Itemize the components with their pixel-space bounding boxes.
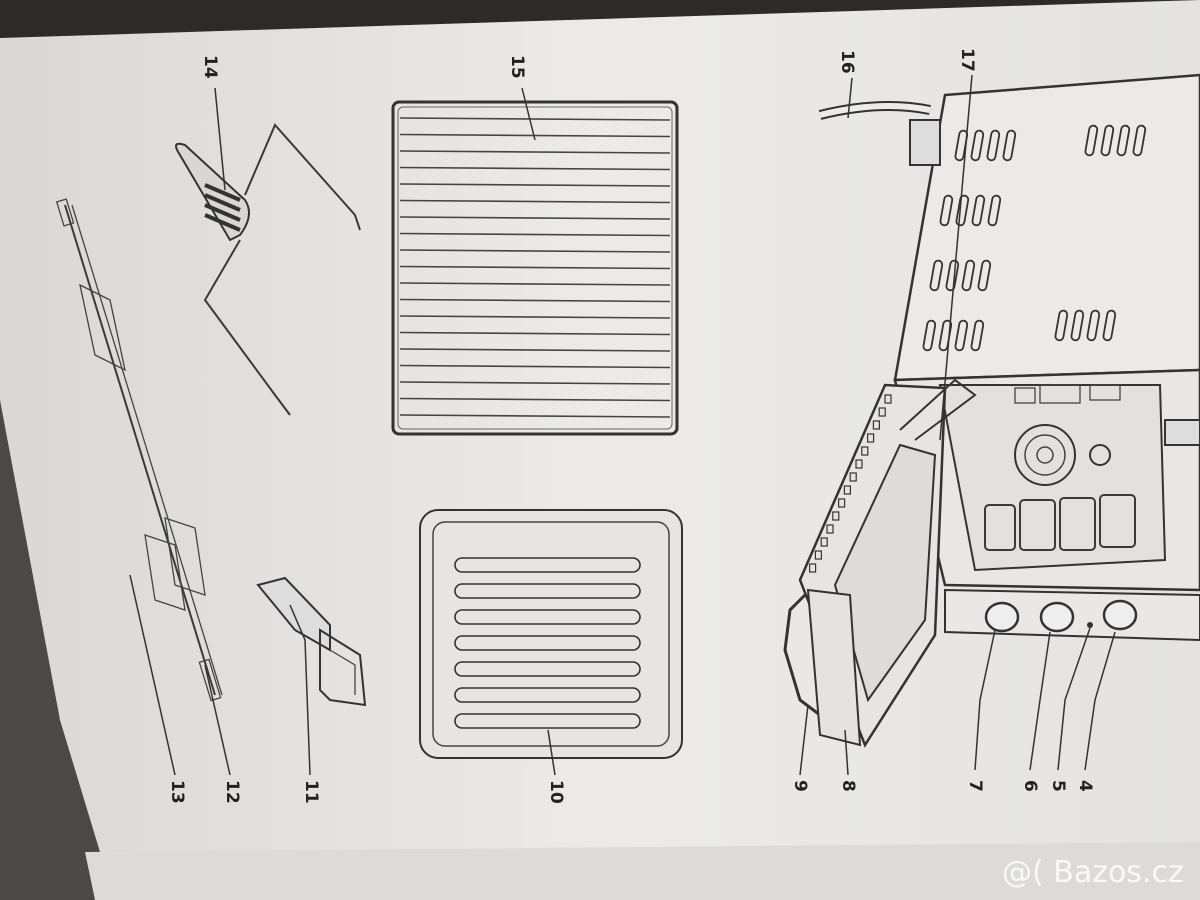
callout-5: 5 — [1048, 780, 1068, 792]
callout-15: 15 — [507, 55, 527, 79]
door-vent — [878, 407, 886, 417]
vent-slot — [970, 129, 985, 162]
callout-8: 8 — [838, 780, 858, 792]
tray-ridge — [454, 609, 641, 625]
vent-slot — [955, 194, 970, 227]
rack-bar — [399, 282, 671, 286]
callout-12: 12 — [222, 780, 242, 804]
callout-labels: 13 12 11 10 9 8 7 6 5 4 14 15 16 17 — [167, 48, 1095, 804]
rack-bar — [399, 331, 671, 336]
rack-bar — [399, 199, 671, 204]
rack-bar — [399, 216, 671, 220]
vent-slot — [954, 319, 969, 352]
callout-13: 13 — [167, 780, 187, 804]
tray-ridge — [454, 583, 641, 599]
vent-slot — [1084, 124, 1099, 157]
vent-slot — [1070, 309, 1085, 342]
rack-bar — [399, 265, 671, 270]
rack-bar — [399, 397, 671, 402]
door-vent — [826, 524, 834, 534]
door-vent — [872, 420, 881, 430]
door-vent — [808, 563, 817, 573]
vent-slot — [977, 259, 992, 292]
callout-7: 7 — [965, 780, 985, 792]
door-vent — [849, 472, 857, 482]
rack-bar — [399, 117, 671, 121]
wire-rack — [391, 100, 679, 436]
rack-bar — [399, 315, 671, 319]
callout-14: 14 — [200, 55, 220, 79]
rack-bar — [399, 183, 671, 187]
leader-lines — [129, 74, 1116, 776]
rack-bar — [399, 414, 671, 418]
oven — [783, 73, 1200, 748]
baking-tray — [419, 509, 683, 759]
callout-16: 16 — [837, 50, 857, 74]
vent-slot — [986, 129, 1001, 162]
rack-bar — [399, 133, 671, 138]
rack-bar — [399, 298, 671, 303]
callout-4: 4 — [1075, 780, 1095, 792]
door-vent — [861, 446, 869, 456]
door-vent — [832, 511, 840, 521]
callout-10: 10 — [546, 780, 566, 804]
next-page-edge — [85, 842, 1200, 900]
rack-bar — [399, 249, 671, 253]
callout-17: 17 — [957, 48, 977, 72]
tray-ridge — [454, 635, 641, 651]
rack-bar — [399, 232, 671, 237]
vent-slot — [970, 319, 985, 352]
callout-6: 6 — [1020, 780, 1040, 792]
tray-ridge — [454, 713, 641, 729]
door-vent — [884, 394, 892, 404]
rotisserie-spit — [55, 198, 223, 702]
vent-slot — [922, 319, 937, 352]
vent-slot — [1100, 124, 1115, 157]
door-vent — [814, 550, 823, 560]
callout-9: 9 — [790, 780, 810, 792]
vent-slot — [929, 259, 944, 292]
vent-slot — [1102, 309, 1117, 342]
door-vent — [837, 498, 846, 508]
rack-bar — [399, 150, 671, 154]
door-vent — [843, 485, 852, 495]
vent-slot — [961, 259, 976, 292]
vent-slot — [1132, 124, 1147, 157]
vent-slot — [987, 194, 1002, 227]
rack-bar — [399, 348, 671, 352]
rack-bar — [399, 381, 671, 385]
door-vent — [855, 459, 863, 469]
callout-11: 11 — [301, 780, 321, 804]
tray-ridge — [454, 661, 641, 677]
vent-slot — [1116, 124, 1131, 157]
vent-slot — [1054, 309, 1069, 342]
rack-lifter — [175, 123, 361, 416]
door-vent — [820, 537, 828, 547]
watermark: @( Bazos.cz — [1002, 855, 1184, 890]
door-vent — [866, 433, 875, 443]
rack-bar — [399, 166, 671, 171]
tray-ridge — [454, 687, 641, 703]
vent-slot — [971, 194, 986, 227]
vent-slot — [1086, 309, 1101, 342]
vent-slot — [1002, 129, 1017, 162]
rack-bar — [399, 364, 671, 369]
vent-slot — [945, 259, 960, 292]
control-knobs — [984, 599, 1138, 633]
tray-ridge — [454, 557, 641, 573]
vent-slot — [939, 194, 954, 227]
